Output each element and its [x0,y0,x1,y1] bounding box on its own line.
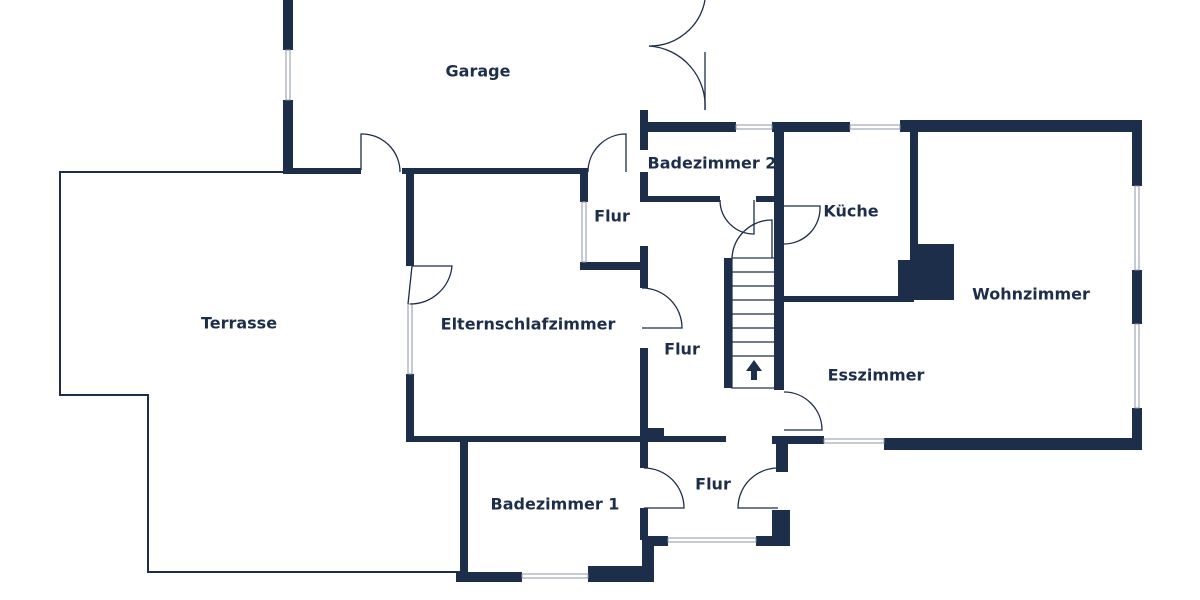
door-stair [731,219,773,259]
wall-right-bottom [1132,408,1142,450]
arrow-up-icon [746,360,762,380]
window-kitchen [849,124,901,130]
wall-right-top [1132,120,1142,186]
door-lower-flur [737,467,779,509]
door-kitchen [783,205,821,245]
wall-bedroom-left-bottom [406,374,414,442]
chimney-small [898,260,912,300]
door-dining [783,391,823,431]
wall-garage-left-top [283,0,293,50]
door-garage-b [648,45,706,111]
wall-garage-bottom-b [402,168,588,174]
room-label-terrasse: Terrasse [201,314,277,333]
wall-stair-left [724,258,732,388]
window-bad1 [521,573,589,579]
wall-flur-upper-left-bottom [580,262,640,270]
wall-dining-bottom-b [884,438,1142,450]
wall-top-right [900,120,1142,132]
wall-garage-left-bottom [283,100,293,174]
window-garage-left [285,49,291,101]
wall-bad1-bottom-b [588,566,654,582]
wall-flur-upper-left-top [580,172,588,202]
wall-flur-divider-mid [640,172,648,202]
wall-bedroom-left-top [406,172,414,266]
room-labels: Garage Terrasse Elternschlafzimmer Badez… [201,62,1090,514]
door-terrace [360,133,401,173]
wall-bad2-top-a [640,122,736,132]
wall-stair-right [774,300,784,390]
window-living-a [1134,185,1140,271]
wall-bad2-diag [756,196,776,202]
wall-flur-divider-lower [640,246,648,288]
window-bad2 [735,124,773,130]
wall-bad1-left [460,442,468,582]
wall-flur-divider-bottom [640,348,648,442]
wall-bad1-bottom-a [456,572,522,582]
room-label-badezimmer-1: Badezimmer 1 [491,495,620,514]
wall-bad1-right [642,540,654,582]
walls [283,0,1142,582]
wall-kitchen-right [910,132,918,300]
windows [285,49,1140,579]
room-label-garage: Garage [446,62,511,81]
wall-bad2-right [774,122,784,300]
doors [360,0,823,509]
window-dining [823,438,885,444]
wall-lower-flur-left [640,442,648,468]
window-flur-upper [581,201,587,263]
wall-lower-flur-bottom [756,536,790,546]
staircase [731,257,777,389]
wall-dining-bottom-a [772,436,824,444]
door-bedroom-right [641,287,683,329]
room-label-kueche: Küche [823,202,878,221]
door-bedroom-left [407,265,453,305]
wall-lower-flur-right [776,442,788,472]
wall-bedroom-bottom [406,436,726,442]
wall-kitchen-bottom [780,296,914,302]
room-label-esszimmer: Esszimmer [828,366,925,385]
stair-outline [731,257,777,389]
door-bad2 [719,199,755,235]
chimney [918,244,954,300]
wall-lower-flur-left-b [640,508,648,540]
wall-right-mid [1132,270,1142,324]
room-label-badezimmer-2: Badezimmer 2 [648,154,777,173]
wall-bad2-top-b [772,122,850,132]
room-label-flur-upper: Flur [594,207,630,226]
room-label-flur-middle: Flur [664,340,700,359]
window-bedroom [407,303,413,375]
wall-lower-flur-notch [648,536,668,546]
wall-garage-bottom-a [283,168,361,174]
room-label-wohnzimmer: Wohnzimmer [972,285,1090,304]
door-bad1 [643,467,685,509]
door-flur-upper [587,133,627,173]
room-label-flur-lower: Flur [695,475,731,494]
wall-flur-corner [646,428,664,438]
terrace-outline [59,171,462,573]
window-lower-flur [667,537,757,543]
wall-bad2-bottom [640,196,720,202]
door-garage-a [648,0,706,47]
room-label-elternschlafzimmer: Elternschlafzimmer [441,315,616,334]
window-living-b [1134,323,1140,409]
